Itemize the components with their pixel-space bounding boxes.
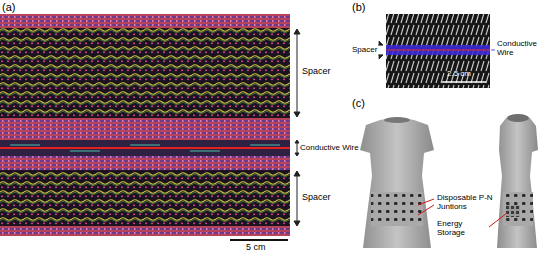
- scale-bar: [230, 239, 288, 241]
- torso-front: [360, 117, 434, 248]
- scale-label: 5 cm: [246, 242, 266, 252]
- part-label: Spacer: [302, 66, 331, 76]
- part-label: Conductive Wire: [497, 39, 547, 57]
- fabric-image: [0, 14, 290, 236]
- part-label: Spacer: [302, 192, 331, 202]
- panel-letter: (c): [352, 97, 365, 110]
- panel-letter: (b): [352, 1, 365, 14]
- scale-label: 2.5 cm: [447, 69, 471, 78]
- bracket: [294, 29, 300, 226]
- part-label: Disposable P-N Juntions: [437, 193, 493, 211]
- torso-side: [497, 114, 538, 248]
- part-label: Energy Storage: [437, 219, 491, 237]
- bracket: [378, 41, 495, 59]
- scale-bar: [442, 81, 486, 83]
- stitch-image: [386, 14, 490, 88]
- part-label: Spacer: [352, 45, 377, 54]
- part-label: Conductive Wire: [300, 143, 359, 152]
- panel-letter: (a): [2, 1, 15, 14]
